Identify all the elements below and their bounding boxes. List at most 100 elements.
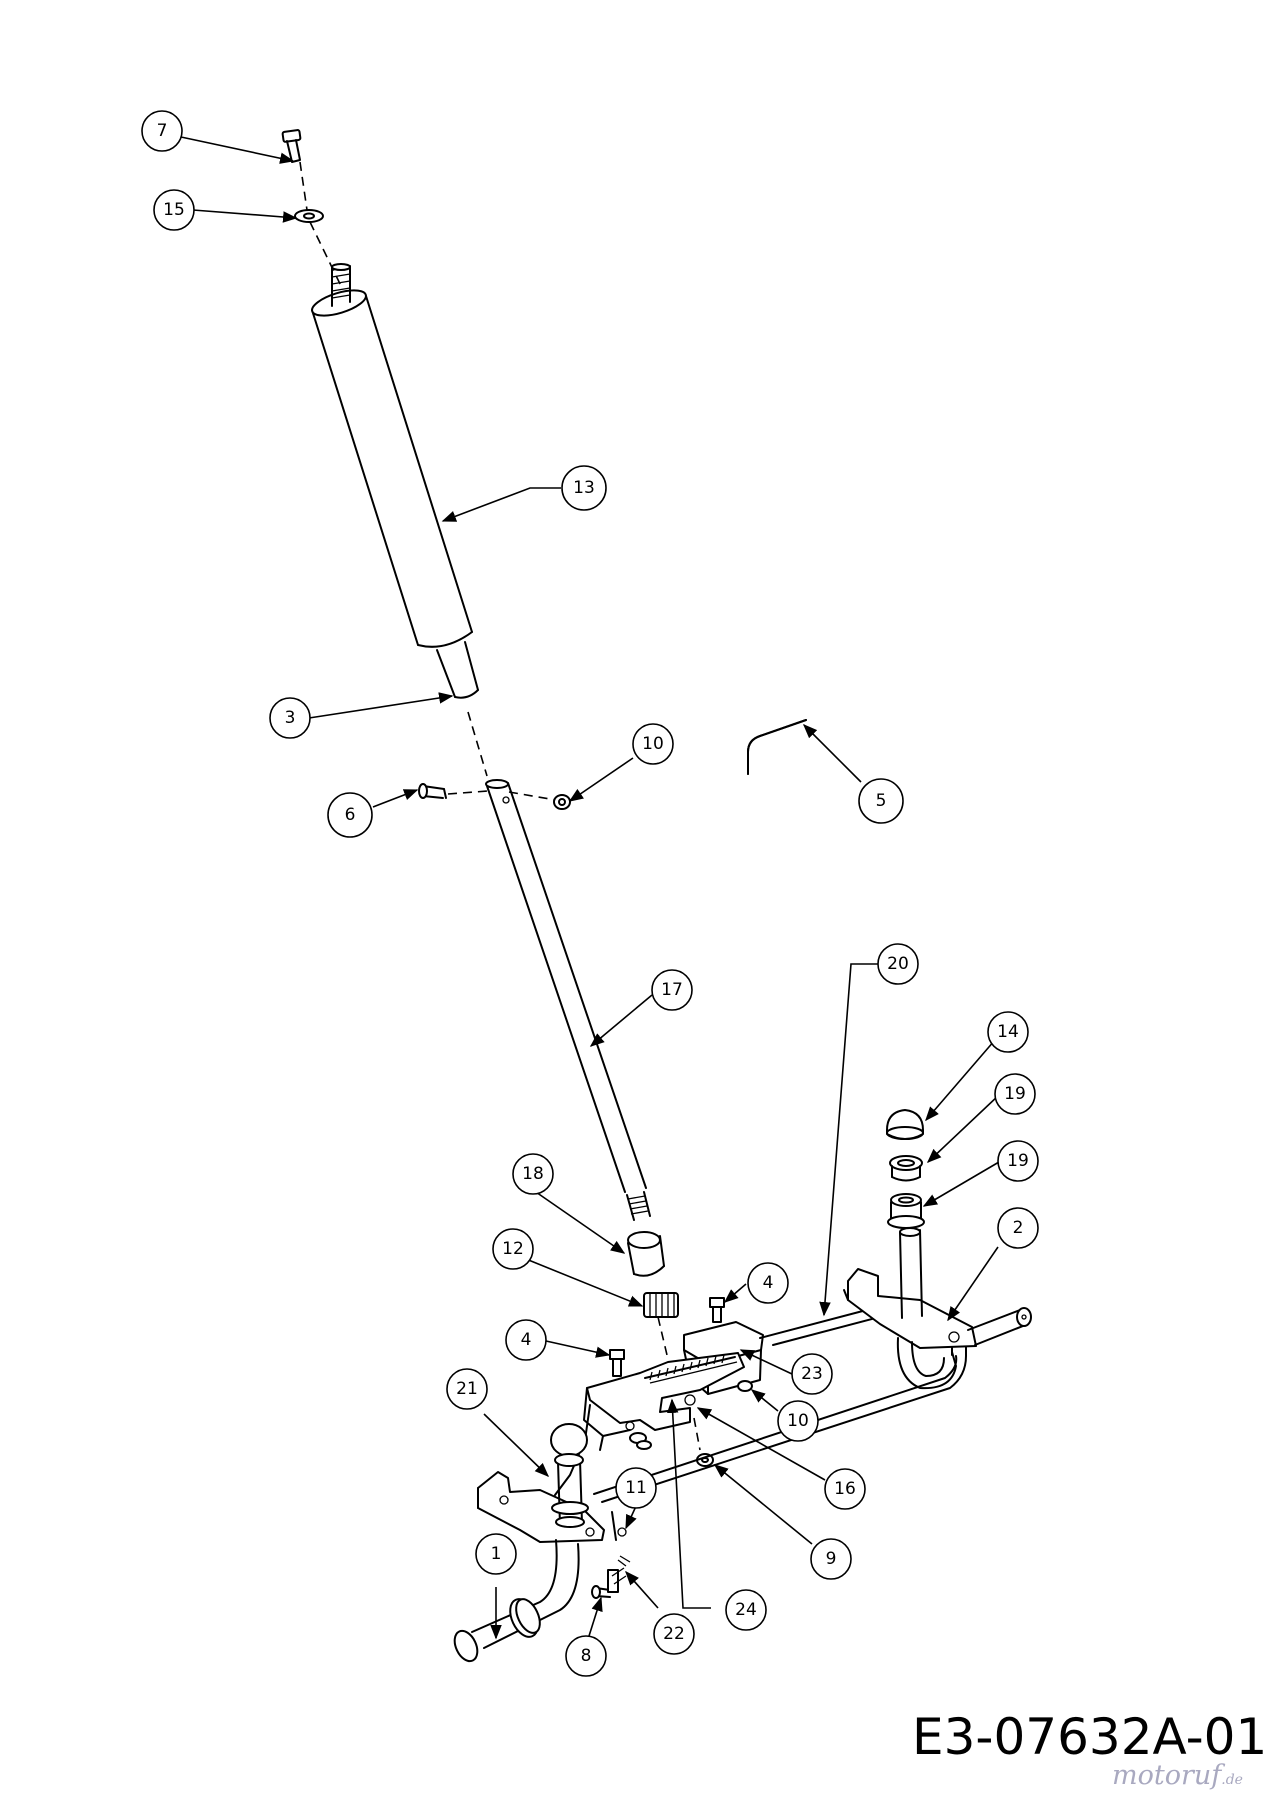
callout-13: 13 bbox=[561, 465, 607, 511]
callout-4-left: 4 bbox=[505, 1319, 547, 1361]
svg-text:19: 19 bbox=[1004, 1084, 1026, 1104]
svg-text:16: 16 bbox=[834, 1479, 856, 1499]
leader-18 bbox=[532, 1189, 626, 1254]
svg-text:22: 22 bbox=[663, 1624, 685, 1644]
axis-line-lower bbox=[693, 1417, 701, 1451]
svg-text:7: 7 bbox=[157, 121, 168, 141]
svg-text:10: 10 bbox=[642, 734, 664, 754]
leader-7 bbox=[180, 136, 295, 164]
svg-text:4: 4 bbox=[763, 1273, 774, 1293]
svg-text:20: 20 bbox=[887, 954, 909, 974]
callout-2: 2 bbox=[997, 1207, 1039, 1249]
coupling-18 bbox=[627, 1231, 665, 1277]
svg-text:6: 6 bbox=[345, 805, 356, 825]
callout-6: 6 bbox=[327, 792, 373, 838]
leader-16 bbox=[696, 1407, 826, 1481]
svg-text:24: 24 bbox=[735, 1600, 757, 1620]
cap-14 bbox=[886, 1109, 924, 1140]
callout-5: 5 bbox=[858, 778, 904, 824]
nut-pair-16 bbox=[629, 1432, 652, 1450]
bolt-4-upper bbox=[709, 1297, 725, 1323]
svg-text:11: 11 bbox=[625, 1478, 647, 1498]
callouts: 7 15 13 3 10 5 6 17 20 14 19 19 18 2 12 … bbox=[141, 110, 1039, 1677]
watermark-name: motoruf bbox=[1112, 1760, 1222, 1791]
leader-13 bbox=[441, 487, 561, 522]
shaft-3 bbox=[436, 641, 479, 699]
leader-5 bbox=[802, 723, 862, 783]
spindle-21 bbox=[477, 1423, 627, 1543]
callout-1: 1 bbox=[475, 1533, 517, 1575]
callout-10-upper: 10 bbox=[632, 723, 674, 765]
leader-2 bbox=[947, 1246, 999, 1322]
spindle-2 bbox=[843, 1227, 1032, 1390]
callout-22: 22 bbox=[653, 1613, 695, 1655]
callout-7: 7 bbox=[141, 110, 183, 152]
leader-3 bbox=[308, 692, 454, 719]
svg-text:19: 19 bbox=[1007, 1151, 1029, 1171]
svg-text:15: 15 bbox=[163, 200, 185, 220]
callout-19-upper: 19 bbox=[994, 1073, 1036, 1115]
callout-17: 17 bbox=[651, 969, 693, 1011]
callout-19-lower: 19 bbox=[997, 1140, 1039, 1182]
svg-text:5: 5 bbox=[876, 791, 887, 811]
drawing-number: E3-07632A-01 bbox=[912, 1708, 1268, 1766]
stub-axle-1 bbox=[453, 1539, 580, 1663]
leader-19-upper bbox=[926, 1094, 1000, 1163]
leader-14 bbox=[925, 1032, 1002, 1122]
callout-23: 23 bbox=[791, 1353, 833, 1395]
callout-20: 20 bbox=[877, 943, 919, 985]
callout-3: 3 bbox=[269, 697, 311, 739]
svg-text:3: 3 bbox=[285, 708, 296, 728]
shaft-17 bbox=[485, 779, 651, 1221]
svg-text:13: 13 bbox=[573, 478, 595, 498]
leader-21 bbox=[483, 1413, 550, 1478]
callout-15: 15 bbox=[153, 189, 195, 231]
svg-text:8: 8 bbox=[581, 1646, 592, 1666]
svg-text:12: 12 bbox=[502, 1239, 524, 1259]
leader-lines bbox=[180, 136, 1002, 1640]
callout-9: 9 bbox=[810, 1538, 852, 1580]
callout-8: 8 bbox=[565, 1635, 607, 1677]
pinion-12 bbox=[643, 1292, 679, 1356]
callout-14: 14 bbox=[987, 1011, 1029, 1053]
washer-15 bbox=[294, 209, 324, 223]
leader-20 bbox=[819, 963, 879, 1317]
nut-10-lower bbox=[737, 1380, 753, 1392]
callout-4-upper: 4 bbox=[747, 1262, 789, 1304]
callout-24: 24 bbox=[725, 1589, 767, 1631]
svg-text:2: 2 bbox=[1013, 1218, 1024, 1238]
leader-4-upper bbox=[723, 1283, 747, 1303]
parts bbox=[281, 129, 1032, 1663]
leader-10-lower bbox=[750, 1389, 779, 1412]
hex-key-5 bbox=[747, 719, 807, 775]
leader-6 bbox=[372, 789, 419, 808]
svg-text:4: 4 bbox=[521, 1330, 532, 1350]
leader-19-lower bbox=[922, 1161, 1000, 1207]
callout-16: 16 bbox=[824, 1468, 866, 1510]
nut-10-upper bbox=[553, 794, 571, 810]
callout-18: 18 bbox=[512, 1153, 554, 1195]
svg-text:14: 14 bbox=[997, 1022, 1019, 1042]
svg-text:23: 23 bbox=[801, 1364, 823, 1384]
svg-text:1: 1 bbox=[491, 1544, 502, 1564]
leader-10-upper bbox=[568, 757, 634, 802]
axis-line-mid bbox=[467, 711, 488, 777]
leader-8 bbox=[588, 1596, 603, 1637]
bushing-19-lower bbox=[887, 1193, 925, 1229]
leader-17 bbox=[589, 994, 653, 1047]
tie-rod-end-22 bbox=[611, 1555, 631, 1585]
leader-9 bbox=[713, 1464, 813, 1545]
pin-6 bbox=[418, 783, 447, 799]
callout-21: 21 bbox=[446, 1368, 488, 1410]
svg-text:21: 21 bbox=[456, 1379, 478, 1399]
leader-12 bbox=[525, 1258, 644, 1307]
leader-24 bbox=[666, 1398, 711, 1609]
svg-text:9: 9 bbox=[826, 1549, 837, 1569]
watermark-tld: .de bbox=[1221, 1772, 1243, 1788]
grip-13 bbox=[311, 263, 473, 648]
svg-text:17: 17 bbox=[661, 980, 683, 1000]
callout-12: 12 bbox=[492, 1228, 534, 1270]
leader-4-left bbox=[545, 1340, 611, 1358]
bolt-7 bbox=[281, 129, 302, 163]
